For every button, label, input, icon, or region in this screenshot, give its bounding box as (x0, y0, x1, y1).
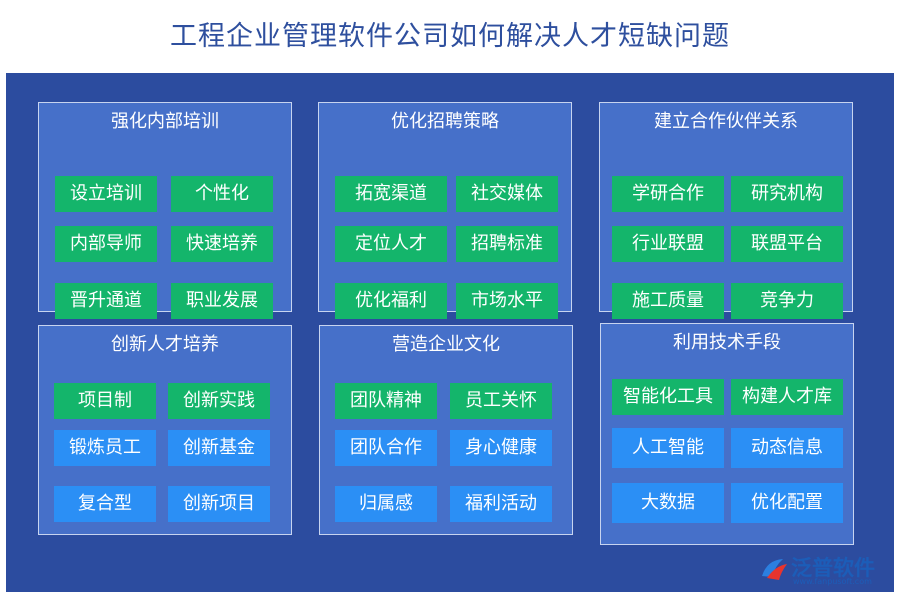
chip[interactable]: 锻炼员工 (54, 430, 156, 466)
card-corporate-culture: 营造企业文化 团队精神 员工关怀 团队合作 身心健康 归属感 福利活动 (319, 325, 573, 535)
chip[interactable]: 创新项目 (168, 486, 270, 522)
brand-logo: 泛普软件 www.fanpusoft.com (759, 552, 884, 586)
logo-icon (762, 559, 787, 580)
chip[interactable]: 职业发展 (171, 283, 273, 319)
logo-name: 泛普软件 (791, 556, 875, 580)
chip[interactable]: 定位人才 (335, 226, 447, 262)
chip[interactable]: 团队精神 (335, 383, 437, 419)
chip[interactable]: 内部导师 (55, 226, 157, 262)
chip[interactable]: 创新实践 (168, 383, 270, 419)
card-partnerships: 建立合作伙伴关系 学研合作 研究机构 行业联盟 联盟平台 施工质量 竞争力 (599, 102, 853, 319)
card-technology: 利用技术手段 智能化工具 构建人才库 人工智能 动态信息 大数据 优化配置 (600, 323, 854, 545)
content-panel: 强化内部培训 设立培训 个性化 内部导师 快速培养 晋升通道 职业发展 优化招聘… (6, 73, 894, 592)
chip[interactable]: 智能化工具 (612, 379, 724, 415)
chip[interactable]: 创新基金 (168, 430, 270, 466)
chip[interactable]: 晋升通道 (55, 283, 157, 319)
chip[interactable]: 人工智能 (612, 428, 724, 468)
chip[interactable]: 拓宽渠道 (335, 176, 447, 212)
chip[interactable]: 研究机构 (731, 176, 843, 212)
chip[interactable]: 大数据 (612, 483, 724, 523)
card-title: 利用技术手段 (673, 332, 781, 353)
chip[interactable]: 设立培训 (55, 176, 157, 212)
chip[interactable]: 复合型 (54, 486, 156, 522)
card-title: 强化内部培训 (111, 111, 219, 132)
chip[interactable]: 身心健康 (450, 430, 552, 466)
card-title: 建立合作伙伴关系 (654, 111, 798, 132)
chip[interactable]: 构建人才库 (731, 379, 843, 415)
chip[interactable]: 招聘标准 (456, 226, 558, 262)
chip[interactable]: 联盟平台 (731, 226, 843, 262)
chip[interactable]: 团队合作 (335, 430, 437, 466)
chip[interactable]: 员工关怀 (450, 383, 552, 419)
chip[interactable]: 动态信息 (731, 428, 843, 468)
card-recruitment-strategy: 优化招聘策略 拓宽渠道 社交媒体 定位人才 招聘标准 优化福利 市场水平 (318, 102, 572, 319)
chip[interactable]: 优化配置 (731, 483, 843, 523)
card-title: 营造企业文化 (392, 334, 500, 355)
card-title: 优化招聘策略 (391, 111, 499, 132)
card-title: 创新人才培养 (111, 334, 219, 355)
chip[interactable]: 福利活动 (450, 486, 552, 522)
chip[interactable]: 施工质量 (612, 283, 724, 319)
chip[interactable]: 社交媒体 (456, 176, 558, 212)
chip[interactable]: 市场水平 (456, 283, 558, 319)
card-internal-training: 强化内部培训 设立培训 个性化 内部导师 快速培养 晋升通道 职业发展 (38, 102, 292, 319)
chip[interactable]: 归属感 (335, 486, 437, 522)
page-title: 工程企业管理软件公司如何解决人才短缺问题 (170, 21, 730, 52)
chip[interactable]: 优化福利 (335, 283, 447, 319)
chip[interactable]: 项目制 (54, 383, 156, 419)
chip[interactable]: 学研合作 (612, 176, 724, 212)
chip[interactable]: 快速培养 (171, 226, 273, 262)
chip[interactable]: 个性化 (171, 176, 273, 212)
chip[interactable]: 竞争力 (731, 283, 843, 319)
chip[interactable]: 行业联盟 (612, 226, 724, 262)
card-innovative-talent: 创新人才培养 项目制 创新实践 锻炼员工 创新基金 复合型 创新项目 (38, 325, 292, 535)
logo-url: www.fanpusoft.com (793, 577, 872, 586)
